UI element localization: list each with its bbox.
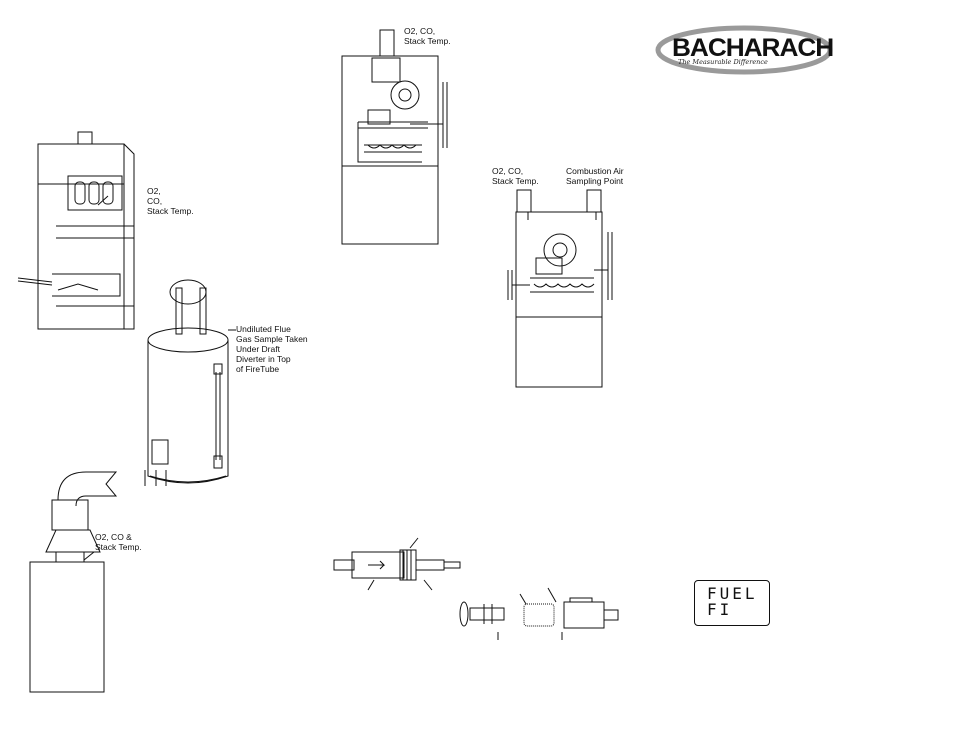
label-line: Gas Sample Taken xyxy=(236,334,308,344)
water-heater xyxy=(145,280,236,486)
label-line: O2, CO, xyxy=(404,26,451,36)
label-line: O2, xyxy=(147,186,194,196)
lcd-line-2: FI xyxy=(695,602,769,618)
lcd-display: FUEL FI xyxy=(694,580,770,626)
label-furnace-left: O2, CO, Stack Temp. xyxy=(147,186,194,216)
label-line: Sampling Point xyxy=(566,176,624,186)
label-line: Stack Temp. xyxy=(492,176,539,186)
logo-tagline: The Measurable Difference xyxy=(678,58,768,66)
label-line: O2, CO & xyxy=(95,532,142,542)
label-water-heater: Undiluted Flue Gas Sample Taken Under Dr… xyxy=(236,324,308,374)
bacharach-logo: BACHARACH The Measurable Difference xyxy=(658,24,830,76)
furnace-top-center xyxy=(342,30,447,244)
label-line: CO, xyxy=(147,196,194,206)
label-line: Stack Temp. xyxy=(95,542,142,552)
label-line: Diverter in Top xyxy=(236,354,308,364)
label-line: Stack Temp. xyxy=(147,206,194,216)
furnace-right xyxy=(508,190,612,387)
label-line: O2, CO, xyxy=(492,166,539,176)
label-combustion-air: Combustion Air Sampling Point xyxy=(566,166,624,186)
label-line: Combustion Air xyxy=(566,166,624,176)
label-furnace-top: O2, CO, Stack Temp. xyxy=(404,26,451,46)
filter-assembly xyxy=(334,538,460,590)
label-line: Undiluted Flue xyxy=(236,324,308,334)
label-line: of FireTube xyxy=(236,364,308,374)
label-furnace-right-flue: O2, CO, Stack Temp. xyxy=(492,166,539,186)
label-line: Stack Temp. xyxy=(404,36,451,46)
furnace-left xyxy=(18,132,134,329)
filter-exploded xyxy=(460,588,618,640)
label-boiler: O2, CO & Stack Temp. xyxy=(95,532,142,552)
boiler xyxy=(30,472,116,692)
label-line: Under Draft xyxy=(236,344,308,354)
